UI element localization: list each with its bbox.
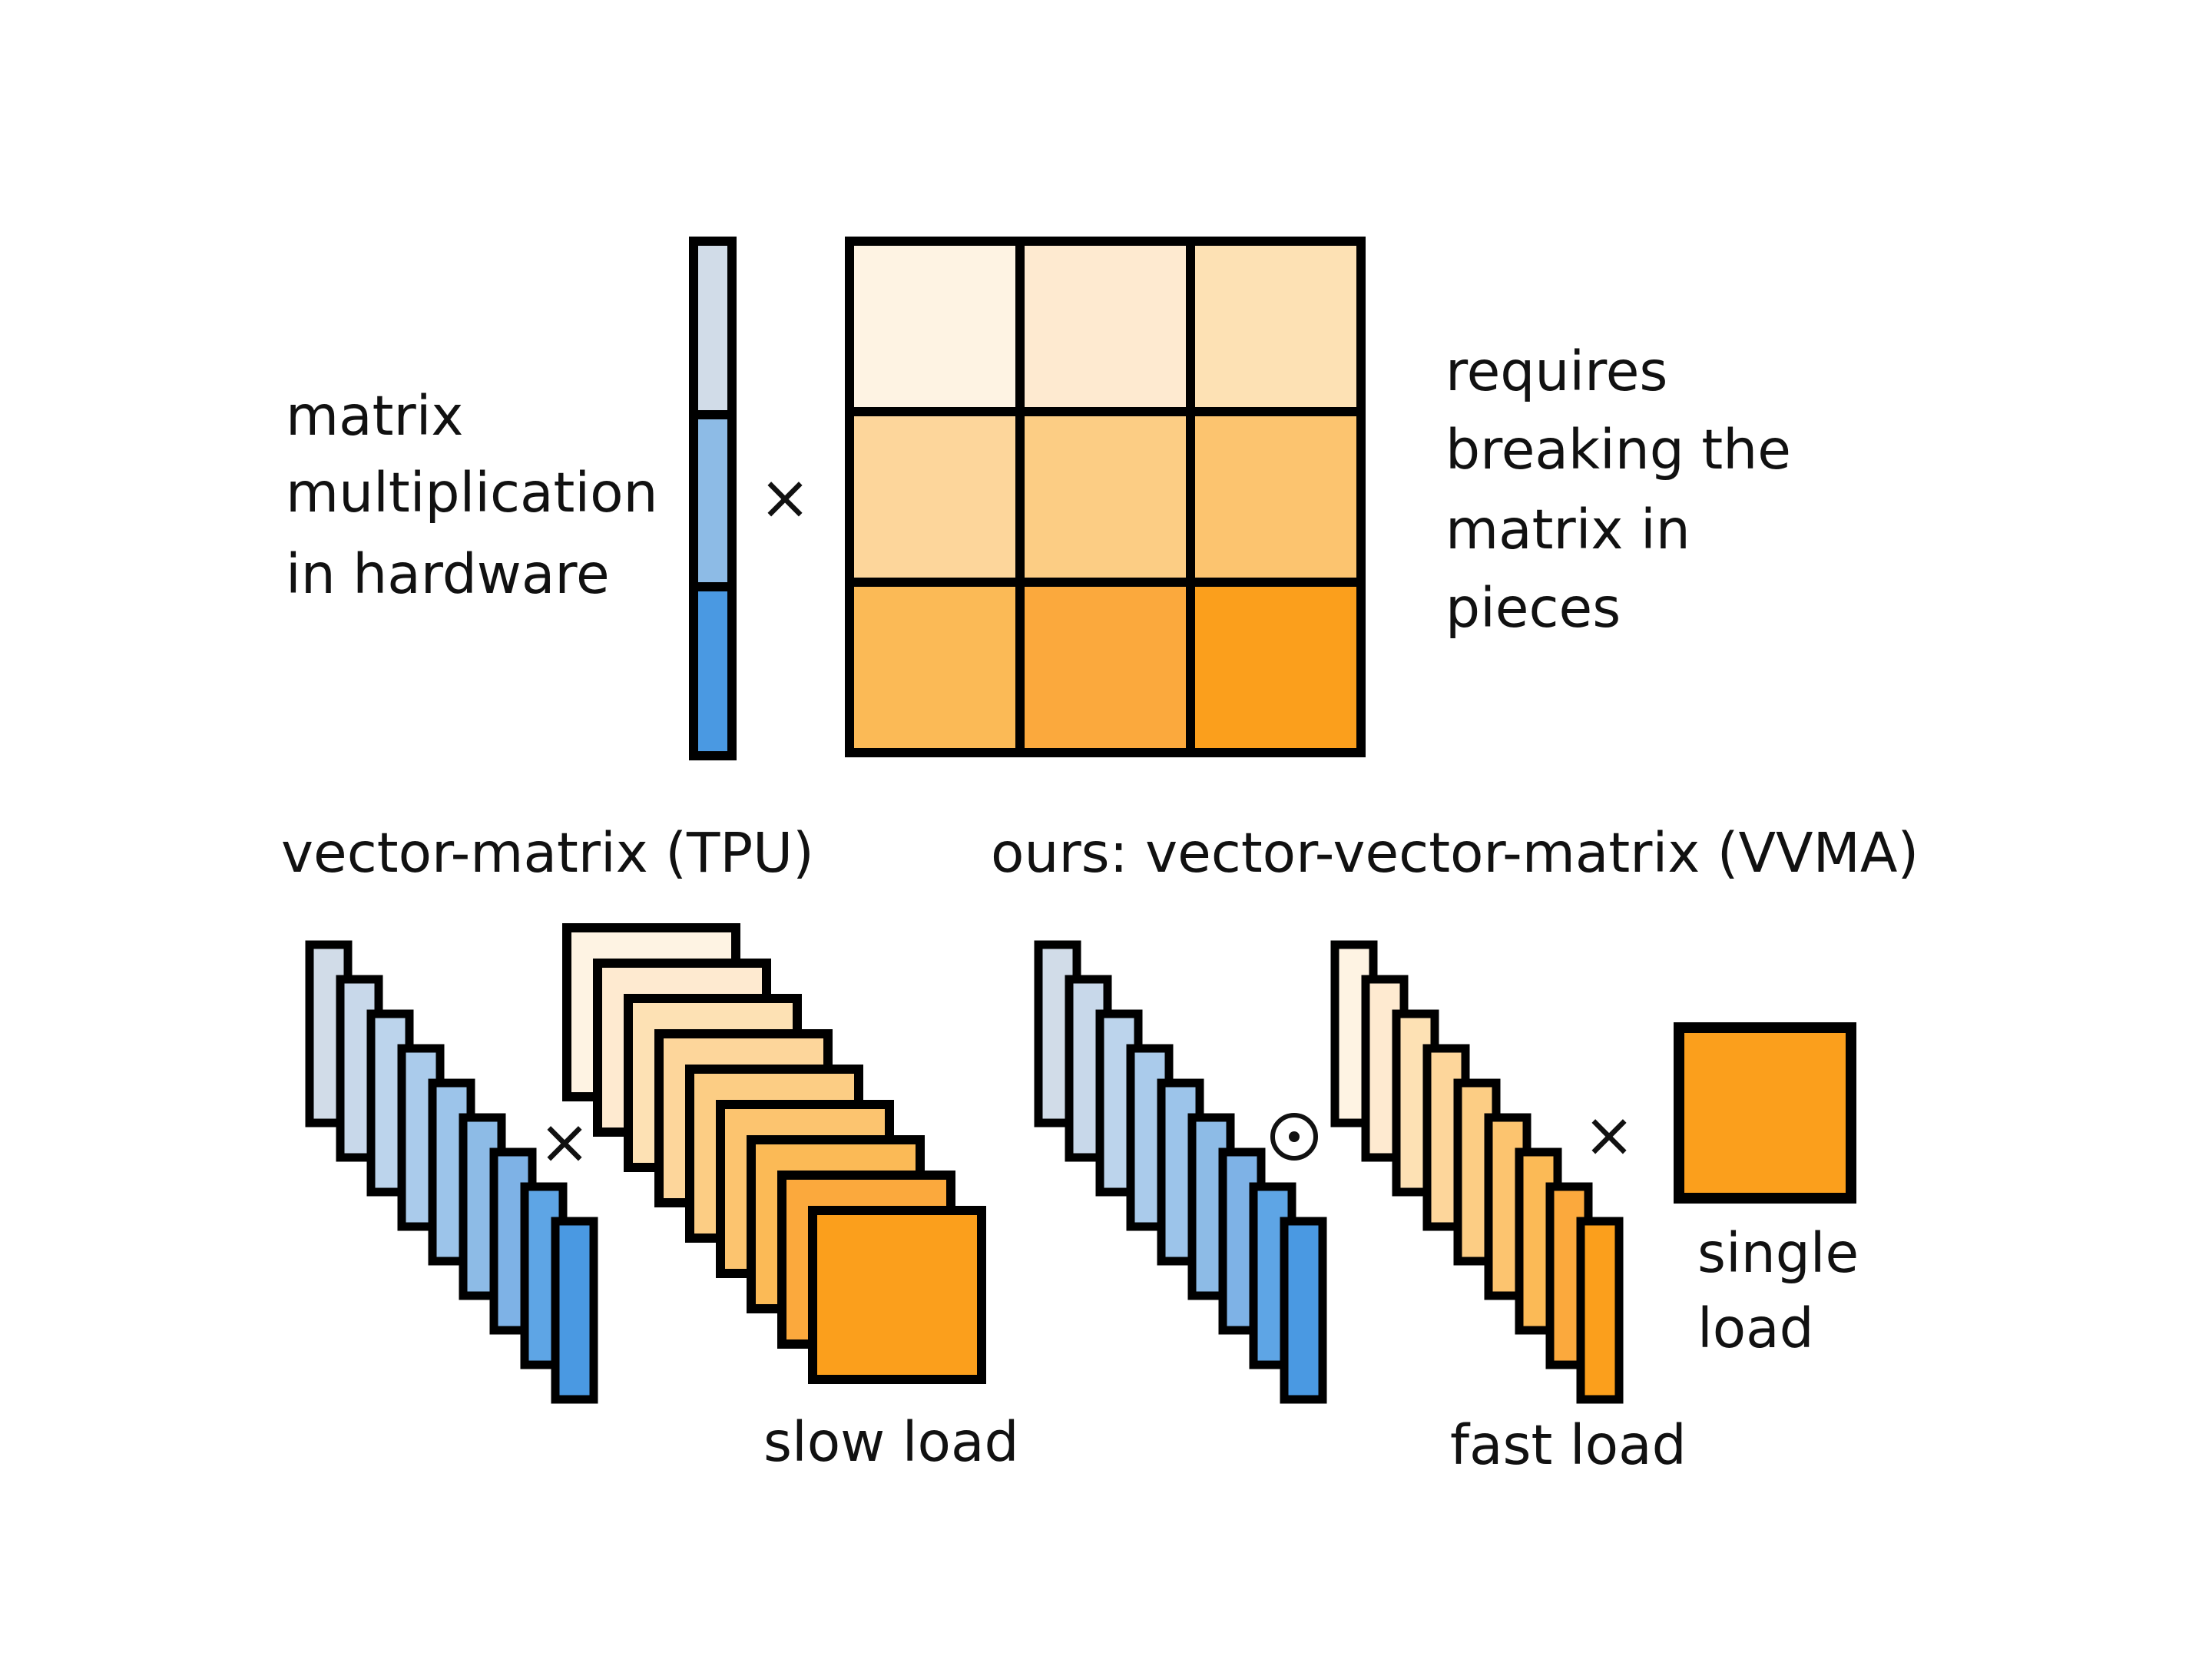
vvma-times-operator: × bbox=[1583, 1099, 1634, 1171]
vvma-vector-stack bbox=[1034, 940, 1327, 1404]
tpu-section: vector-matrix (TPU) × slow load bbox=[281, 821, 1019, 1474]
matrix-cell bbox=[1015, 578, 1195, 757]
vector-segment bbox=[689, 237, 737, 419]
matrix-cell bbox=[1015, 407, 1195, 587]
matrix-cell bbox=[1186, 407, 1366, 587]
single-load-caption-line-2: load bbox=[1697, 1296, 1814, 1360]
hadamard-ring bbox=[1270, 1113, 1318, 1161]
vector-bar bbox=[551, 1217, 598, 1404]
hadamard-dot bbox=[1289, 1131, 1300, 1142]
top-right-label-line-4: pieces bbox=[1445, 576, 1621, 640]
matrix-cell bbox=[1186, 578, 1366, 757]
single-matrix bbox=[1674, 1022, 1856, 1204]
top-left-label-line-2: multiplication bbox=[286, 461, 658, 525]
tpu-title: vector-matrix (TPU) bbox=[281, 821, 814, 885]
top-left-label-line-1: matrix bbox=[286, 384, 463, 448]
vector-segment bbox=[689, 410, 737, 591]
top-times-operator: × bbox=[759, 462, 810, 533]
matrix-cell bbox=[1015, 237, 1195, 416]
vvma-title: ours: vector-vector-matrix (VVMA) bbox=[991, 821, 1919, 885]
vvma-section: ours: vector-vector-matrix (VVMA) × sing… bbox=[991, 821, 1919, 1477]
top-right-label-line-2: breaking the bbox=[1445, 418, 1791, 482]
vvma-strip-stack bbox=[1330, 940, 1624, 1404]
tpu-matrix-stack bbox=[562, 923, 986, 1384]
tpu-vector-stack bbox=[305, 940, 598, 1404]
fast-load-caption: fast load bbox=[1450, 1413, 1687, 1477]
slow-load-caption: slow load bbox=[763, 1410, 1019, 1474]
top-right-label-line-1: requires bbox=[1445, 339, 1667, 403]
hadamard-operator bbox=[1270, 1113, 1318, 1161]
matrix-cell bbox=[1186, 237, 1366, 416]
vector-segment bbox=[689, 582, 737, 760]
vector-bar bbox=[1280, 1217, 1327, 1404]
matrix-slice bbox=[808, 1206, 986, 1384]
top-matrix bbox=[845, 237, 1366, 757]
matrix-cell bbox=[845, 578, 1025, 757]
top-section: matrix multiplication in hardware × requ… bbox=[286, 237, 1791, 760]
tpu-times-operator: × bbox=[538, 1106, 590, 1177]
top-right-label-line-3: matrix in bbox=[1445, 498, 1690, 561]
matrix-strip bbox=[1576, 1217, 1624, 1404]
matrix-cell bbox=[845, 237, 1025, 416]
top-left-label-line-3: in hardware bbox=[286, 542, 610, 606]
top-vector bbox=[689, 237, 737, 760]
single-load-caption-line-1: single bbox=[1697, 1221, 1859, 1285]
matrix-cell bbox=[845, 407, 1025, 587]
